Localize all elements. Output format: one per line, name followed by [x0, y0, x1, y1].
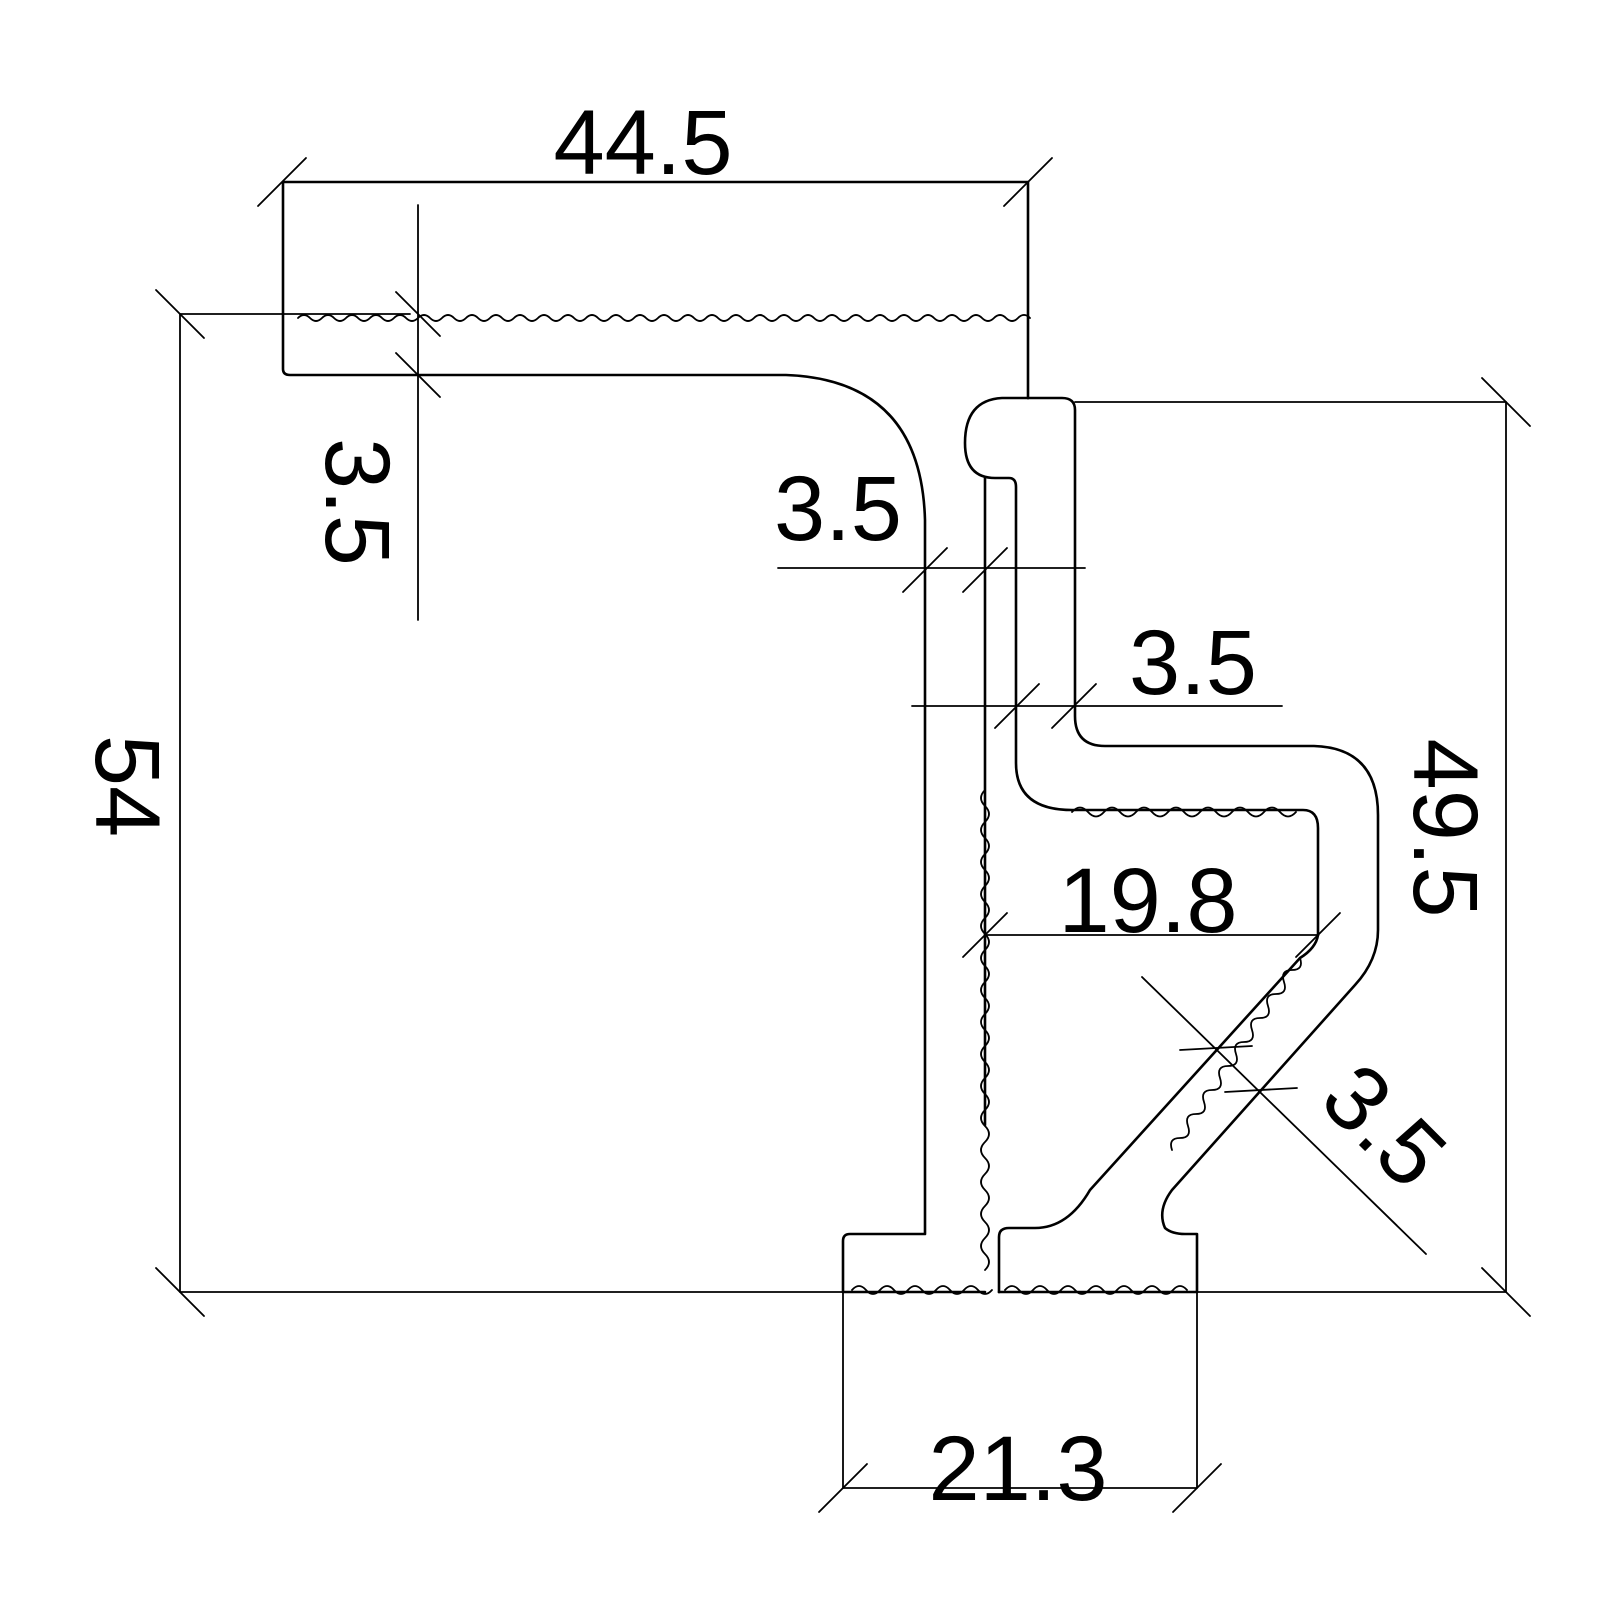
dimension-labels: 44.5 3.5 54 3.5 3.5 49.5 19.8 3.5 21.3 — [76, 92, 1496, 1520]
dimension-overall-height: 54 — [76, 735, 178, 837]
dimension-base-width: 21.3 — [928, 1418, 1107, 1520]
top-lip-outline — [963, 396, 1320, 937]
dimension-flange-thickness: 3.5 — [306, 438, 408, 566]
diagonal-inner-outline — [997, 933, 1320, 1294]
base-knurled-surface — [851, 1285, 1188, 1295]
dimension-inner-width: 19.8 — [1058, 850, 1237, 952]
dimension-diagonal-thickness: 3.5 — [1303, 1045, 1466, 1208]
dimension-right-height: 49.5 — [1394, 738, 1496, 917]
top-flange-and-web-outline — [281, 180, 1030, 1294]
diagonal-knurled-surface — [1170, 957, 1302, 1151]
profile-outline — [281, 180, 1380, 1295]
top-knurled-surface — [297, 314, 1031, 322]
dimension-lip-thickness: 3.5 — [1129, 612, 1257, 714]
dimension-lines — [155, 157, 1531, 1513]
right-channel-outline — [1026, 396, 1380, 1294]
channel-knurled-surface — [1071, 806, 1297, 818]
dimension-top-width: 44.5 — [553, 92, 732, 194]
web-knurled-surface — [980, 789, 990, 1271]
dimension-web-thickness: 3.5 — [774, 458, 902, 560]
